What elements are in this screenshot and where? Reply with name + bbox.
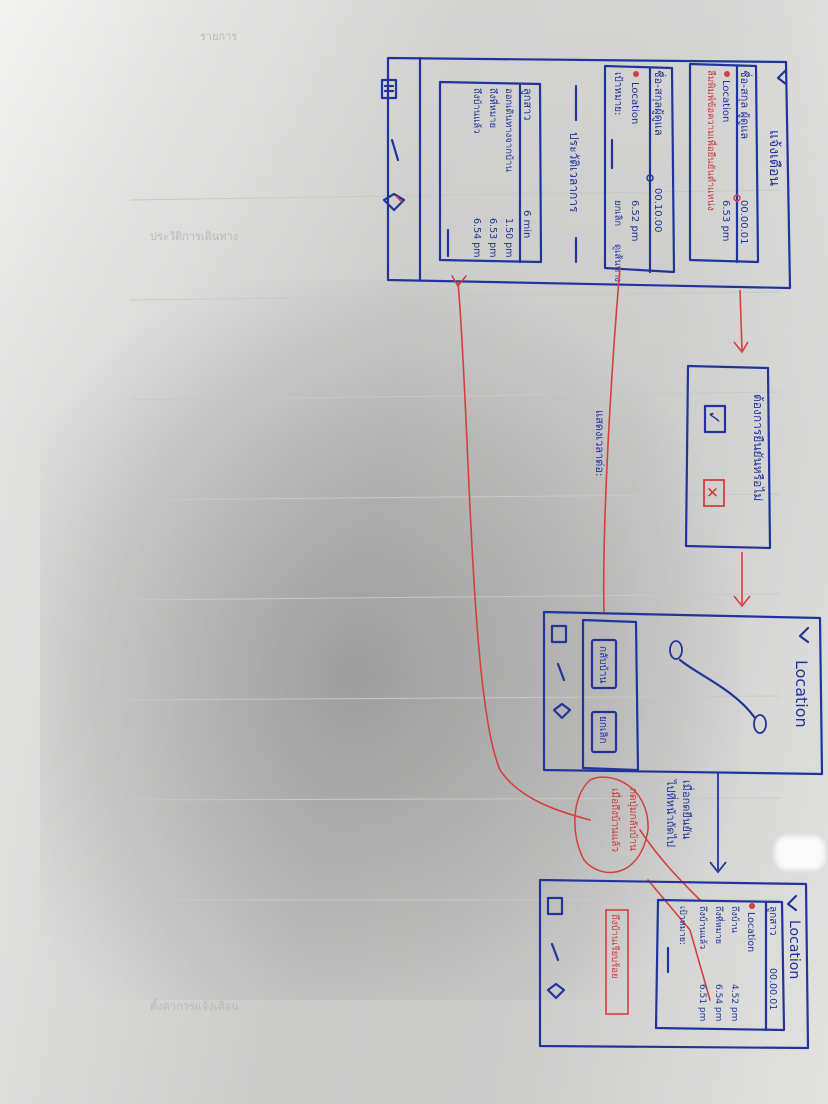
menu-icon[interactable] (380, 78, 398, 100)
screen-notifications-title: แจ้งเตือน (766, 130, 782, 186)
screen-arrival-navbar (546, 896, 566, 1000)
card-alert-note: ลืมพิมพ์ข้อความเพื่อยืนยันตำแหน่ง (705, 70, 718, 211)
bell-icon[interactable] (382, 192, 406, 212)
pin-end-icon (753, 714, 767, 734)
card-alert-location-label: Location (720, 80, 731, 122)
pin-start-icon (669, 640, 683, 660)
dialog-confirm-button[interactable] (703, 404, 727, 434)
menu-icon[interactable] (546, 896, 564, 916)
pin-icon (724, 71, 730, 77)
pin-icon (749, 903, 755, 909)
screen-map-frame (542, 610, 824, 776)
bell-icon[interactable] (546, 982, 566, 1000)
arrival-badge (605, 909, 629, 1015)
card-alert[interactable]: ชื่อ-สกุล ผู้ดูแล 00.00.01 Location 6.53… (688, 62, 760, 264)
confirm-dialog: ต้องการยืนยันหรือไม่ ✓ ✕ (684, 364, 772, 550)
map-area[interactable] (669, 640, 767, 734)
history-row-1-time: 1.50 pm (503, 218, 514, 257)
map-button-cancel-label: ยกเลิก (597, 716, 608, 744)
card-history-title: ลูกสาว (521, 88, 534, 120)
history-row-3-label: ถึงบ้านแล้ว (471, 88, 482, 134)
card-alert-title: ชื่อ-สกุล ผู้ดูแล (738, 70, 753, 139)
card-alert-location-time: 6.53 pm (720, 200, 731, 242)
pen-icon[interactable] (550, 942, 560, 962)
card-summary-location-label: Location (629, 82, 640, 124)
card-summary[interactable]: ชื่อ-สกุลผู้ดูแล 00.10.00 Location 6.52 … (603, 64, 676, 282)
arrival-card-location-label: Location (745, 912, 756, 952)
card-summary-button-route[interactable]: ดูเส้นทาง (612, 244, 623, 282)
bleed-text-1: รายการ (200, 30, 237, 43)
arrival-badge-text: ถึงบ้านเรียบร้อย (609, 914, 621, 979)
dialog-cancel-button[interactable] (703, 479, 725, 507)
card-summary-title: ชื่อ-สกุลผู้ดูแล (652, 70, 667, 136)
map-note: เมื่อกดยืนยัน ไปที่หน้าถัดไป (664, 779, 695, 847)
history-row-1-label: ออกเดินทางจากบ้าน (503, 88, 514, 172)
screen-map-title: Location (792, 660, 811, 728)
map-button-cancel[interactable] (590, 710, 618, 754)
red-note: กดปุ่มกลับบ้าน เมื่อถึงบ้านแล้ว (574, 776, 649, 874)
arrival-row-1-label: ถึงบ้าน (729, 906, 740, 933)
red-connectors (451, 267, 711, 1001)
dialog-title: ต้องการยืนยันหรือไม่ (751, 394, 765, 501)
card-summary-field-label: เป้าหมาย: (612, 72, 624, 115)
clock-icon (646, 174, 654, 182)
card-alert-time: 00.00.01 (738, 200, 749, 245)
card-summary-button-cancel[interactable]: ยกเลิก (612, 200, 623, 226)
dialog-confirm-icon: ✓ (703, 410, 724, 425)
label-pending: แสดงเวลาต่อ: (593, 410, 606, 477)
card-summary-location-time: 6.52 pm (629, 200, 640, 242)
history-row-2-time: 6.53 pm (487, 218, 498, 257)
dialog-frame (684, 364, 772, 550)
bleed-text-3: ตั้งค่าการแจ้งเตือน (150, 998, 239, 1013)
red-note-line1: กดปุ่มกลับบ้าน (627, 788, 639, 851)
bleed-text-2: ประวัติการเดินทาง (150, 230, 238, 243)
menu-icon[interactable] (550, 624, 568, 644)
screen-arrival-title: Location (786, 920, 802, 979)
screen-notifications-frame (386, 56, 792, 290)
arrival-row-1-time: 4.52 pm (729, 984, 739, 1021)
screen-notifications-navbar (380, 78, 406, 212)
map-note-line2: ไปที่หน้าถัดไป (664, 779, 679, 847)
blurred-sticker (775, 836, 825, 870)
history-row-2-label: ถึงที่หมาย (487, 88, 500, 128)
map-button-home[interactable] (590, 638, 618, 690)
arrival-row-3-label: ถึงบ้านแล้ว (697, 906, 708, 949)
map-button-home-label: กลับบ้าน (597, 646, 609, 683)
card-history[interactable]: ลูกสาว 6 min ออกเดินทางจากบ้าน 1.50 pm ถ… (438, 80, 543, 264)
pen-icon[interactable] (390, 138, 400, 162)
section-history-title: ประวัติเวลาการ (567, 132, 581, 213)
card-history-duration: 6 min (521, 210, 532, 238)
card-summary-time: 00.10.00 (652, 188, 663, 233)
pen-icon[interactable] (556, 662, 566, 682)
arrival-row-2-label: ถึงที่หมาย (713, 906, 726, 944)
screen-arrival: Location ลูกสาว 00.00.01 Location ถึงบ้า… (538, 878, 810, 1050)
screen-arrival-frame (538, 878, 810, 1050)
route-line (678, 658, 757, 720)
arrival-row-2-time: 6.54 pm (713, 984, 723, 1021)
screen-map: Location กลับบ้าน ยกเลิก (542, 610, 824, 776)
history-row-3-time: 6.54 pm (471, 218, 482, 257)
flow-arrows (709, 289, 751, 874)
arrival-row-3-time: 6.51 pm (697, 984, 707, 1021)
screen-map-navbar (550, 624, 572, 720)
red-note-line2: เมื่อถึงบ้านแล้ว (609, 788, 623, 852)
arrival-card-time: 00.00.01 (767, 968, 778, 1010)
arrival-card-title: ลูกสาว (767, 906, 778, 936)
screen-notifications: แจ้งเตือน ชื่อ-สกุล ผู้ดูแล 00.00.01 Loc… (380, 56, 792, 290)
bell-icon[interactable] (552, 702, 572, 720)
arrival-card-field-label: เป้าหมาย: (677, 906, 688, 945)
map-note-line1: เมื่อกดยืนยัน (680, 780, 695, 840)
pin-icon (633, 71, 639, 77)
dialog-cancel-icon: ✕ (703, 486, 721, 499)
arrival-card[interactable]: ลูกสาว 00.00.01 Location ถึงบ้าน 4.52 pm… (654, 898, 786, 1032)
bleed-through-text: รายการ ประวัติการเดินทาง ตั้งค่าการแจ้งเ… (129, 30, 781, 1013)
